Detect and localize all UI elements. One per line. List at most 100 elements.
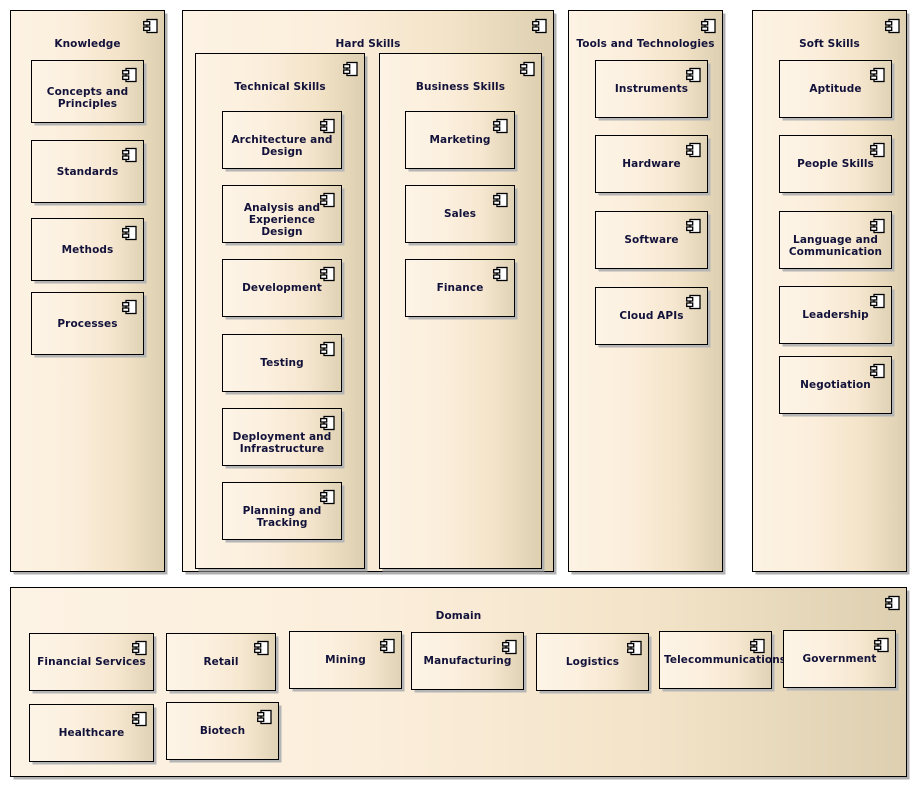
component-label: Government: [802, 653, 877, 665]
component-deployment-and-infrastructure[interactable]: Deployment and Infrastructure: [222, 408, 342, 466]
uml-component-icon: [686, 142, 701, 158]
component-label: Manufacturing: [423, 655, 512, 667]
component-software[interactable]: Software: [595, 211, 708, 269]
component-processes[interactable]: Processes: [31, 292, 144, 355]
component-finance[interactable]: Finance: [405, 259, 515, 317]
package-business-skills[interactable]: Business Skills Marketing: [379, 53, 542, 569]
component-label: Financial Services: [37, 656, 146, 668]
component-aptitude[interactable]: Aptitude: [779, 60, 892, 118]
package-domain[interactable]: Domain Financial Services Retail: [10, 587, 907, 777]
component-label: Mining: [325, 654, 366, 666]
uml-component-icon: [885, 595, 900, 611]
component-label: Concepts and Principles: [46, 85, 129, 110]
component-hardware[interactable]: Hardware: [595, 135, 708, 193]
uml-component-icon: [750, 638, 765, 654]
component-label: Instruments: [614, 83, 689, 95]
component-leadership[interactable]: Leadership: [779, 286, 892, 344]
component-instruments[interactable]: Instruments: [595, 60, 708, 118]
component-planning-and-tracking[interactable]: Planning and Tracking: [222, 482, 342, 540]
component-negotiation[interactable]: Negotiation: [779, 356, 892, 414]
component-architecture-and-design[interactable]: Architecture and Design: [222, 111, 342, 169]
component-label: Sales: [443, 208, 477, 220]
component-healthcare[interactable]: Healthcare: [29, 704, 154, 762]
uml-component-icon: [320, 415, 335, 431]
component-label: Retail: [203, 656, 239, 668]
package-soft-skills[interactable]: Soft Skills Aptitude People Skills: [752, 10, 907, 572]
uml-component-icon: [254, 640, 269, 656]
package-technical-skills[interactable]: Technical Skills Architecture and Design: [195, 53, 365, 569]
component-logistics[interactable]: Logistics: [536, 633, 649, 691]
component-label: Telecommunications: [664, 654, 787, 666]
uml-component-icon: [320, 341, 335, 357]
component-marketing[interactable]: Marketing: [405, 111, 515, 169]
uml-component-icon: [520, 61, 535, 77]
uml-component-icon: [122, 147, 137, 163]
component-label: Deployment and Infrastructure: [232, 431, 332, 455]
component-label: Cloud APIs: [619, 310, 684, 322]
uml-component-icon: [686, 294, 701, 310]
component-people-skills[interactable]: People Skills: [779, 135, 892, 193]
component-label: Language and Communication: [788, 234, 883, 258]
component-manufacturing[interactable]: Manufacturing: [411, 632, 524, 690]
package-hard-skills[interactable]: Hard Skills Technical Skills: [182, 10, 554, 572]
component-label: Healthcare: [58, 727, 125, 739]
component-label: People Skills: [797, 158, 874, 170]
uml-component-icon: [320, 118, 335, 134]
package-title: Domain: [435, 610, 482, 622]
uml-component-icon: [502, 639, 517, 655]
uml-component-icon: [686, 218, 701, 234]
uml-component-icon: [380, 638, 395, 654]
component-telecommunications[interactable]: Telecommunications: [659, 631, 787, 689]
uml-component-icon: [132, 640, 147, 656]
component-label: Marketing: [429, 134, 491, 146]
component-mining[interactable]: Mining: [289, 631, 402, 689]
component-concepts-and-principles[interactable]: Concepts and Principles: [31, 60, 144, 123]
component-cloud-apis[interactable]: Cloud APIs: [595, 287, 708, 345]
package-title: Business Skills: [415, 81, 506, 93]
uml-component-icon: [627, 640, 642, 656]
uml-component-icon: [143, 18, 158, 34]
uml-component-icon: [493, 192, 508, 208]
component-label: Hardware: [622, 158, 681, 170]
component-label: Negotiation: [800, 379, 871, 391]
uml-component-icon: [493, 118, 508, 134]
component-sales[interactable]: Sales: [405, 185, 515, 243]
package-knowledge[interactable]: Knowledge Concepts and Principles Standa…: [10, 10, 165, 572]
uml-component-icon: [532, 18, 547, 34]
uml-component-icon: [320, 192, 335, 208]
uml-component-icon: [122, 299, 137, 315]
uml-component-icon: [320, 266, 335, 282]
component-label: Processes: [57, 317, 118, 330]
component-label: Aptitude: [809, 83, 862, 95]
component-label: Development: [242, 282, 322, 294]
package-title: Hard Skills: [335, 38, 401, 50]
uml-component-icon: [870, 293, 885, 309]
package-tools-and-technologies[interactable]: Tools and Technologies Instruments Hardw…: [568, 10, 723, 572]
component-government[interactable]: Government: [783, 630, 896, 688]
component-label: Testing: [260, 357, 304, 369]
uml-component-icon: [686, 67, 701, 83]
package-title: Tools and Technologies: [576, 38, 715, 50]
component-label: Software: [624, 234, 679, 246]
uml-component-icon: [493, 266, 508, 282]
uml-component-icon: [343, 61, 358, 77]
component-label: Finance: [436, 282, 484, 294]
component-biotech[interactable]: Biotech: [166, 702, 279, 760]
package-title: Technical Skills: [234, 81, 326, 93]
component-standards[interactable]: Standards: [31, 140, 144, 203]
uml-component-icon: [701, 18, 716, 34]
component-methods[interactable]: Methods: [31, 218, 144, 281]
component-financial-services[interactable]: Financial Services: [29, 633, 154, 691]
component-retail[interactable]: Retail: [166, 633, 276, 691]
component-language-and-communication[interactable]: Language and Communication: [779, 211, 892, 269]
component-testing[interactable]: Testing: [222, 334, 342, 392]
component-label: Methods: [61, 243, 114, 256]
uml-component-icon: [870, 363, 885, 379]
component-development[interactable]: Development: [222, 259, 342, 317]
component-analysis-and-experience-design[interactable]: Analysis and Experience Design: [222, 185, 342, 243]
package-title: Soft Skills: [799, 38, 860, 50]
component-label: Architecture and Design: [231, 134, 333, 158]
uml-component-icon: [885, 18, 900, 34]
package-title: Knowledge: [54, 38, 121, 50]
